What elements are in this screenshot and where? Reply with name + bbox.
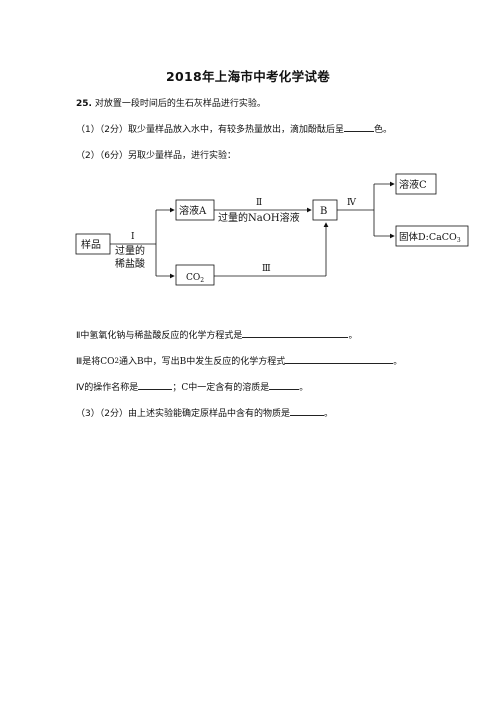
label-solid-d: 固体D:CaCO3: [399, 231, 461, 244]
line-ii: Ⅱ中氢氧化钠与稀盐酸反应的化学方程式是 。: [76, 328, 357, 341]
part-2: （2）（6分）另取少量样品，进行实验：: [76, 151, 236, 161]
line-iv-c: 中一定含有的溶质是: [188, 383, 270, 393]
question-number: 25.: [76, 99, 92, 109]
line-iii-end: 。: [393, 357, 403, 367]
answer-blank-iv-solute[interactable]: [269, 380, 300, 390]
line-iii-c: 中，写出: [143, 357, 180, 367]
step-ii-reagent: 过量的NaOH溶液: [218, 211, 300, 224]
line-iii-co2: CO2: [100, 357, 119, 367]
line-ii-end: 。: [348, 331, 358, 341]
box-solid-d: [395, 225, 469, 247]
label-sample: 样品: [81, 238, 101, 251]
line-iv-a: Ⅳ的操作名称是: [76, 383, 139, 393]
question-stem-text: 对放置一段时间后的生石灰样品进行实验。: [94, 99, 266, 109]
line-iii-a: Ⅲ是将: [76, 357, 101, 367]
solid-d-subscript: 3: [457, 237, 461, 244]
line-ii-text: Ⅱ中氢氧化钠与稀盐酸反应的化学方程式是: [76, 331, 243, 341]
answer-blank-iv-op[interactable]: [138, 380, 173, 390]
step-i-reagent-2: 稀盐酸: [115, 257, 145, 270]
box-solution-c: [395, 173, 437, 195]
question-stem: 25. 对放置一段时间后的生石灰样品进行实验。: [76, 96, 266, 109]
answer-blank-color[interactable]: [343, 122, 374, 132]
line-iii: Ⅲ是将CO2通入B中，写出B中发生反应的化学方程式。: [76, 354, 402, 367]
line-iv-end: 。: [299, 383, 309, 393]
co2-subscript: 2: [200, 277, 204, 284]
line-iv-b: ；: [172, 383, 182, 393]
line-iii-B: B: [136, 357, 144, 367]
part-3: （3）（2分）由上述实验能确定原样品中含有的物质是 。: [76, 406, 333, 419]
label-solution-c: 溶液C: [399, 178, 427, 191]
answer-blank-3[interactable]: [289, 406, 324, 416]
label-b: B: [320, 206, 327, 217]
label-co2: CO2: [186, 273, 204, 284]
line-iii-b: 通入: [118, 357, 137, 367]
step-i-label: Ⅰ: [131, 232, 135, 242]
experiment-flow-diagram: 样品 溶液A CO2 B 溶液C 固体D:CaCO3 Ⅰ 过量的 稀盐酸 Ⅱ 过…: [75, 173, 469, 286]
step-i-reagent-1: 过量的: [115, 244, 145, 257]
part-3-end: 。: [323, 409, 333, 419]
answer-blank-ii[interactable]: [242, 328, 349, 338]
solid-d-text: 固体D:CaCO: [399, 231, 457, 243]
part-1-text: （1）（2分）取少量样品放入水中，有较多热量放出，滴加酚酞后呈: [76, 125, 344, 135]
step-iii-label: Ⅲ: [262, 264, 271, 274]
step-ii-label: Ⅱ: [256, 198, 262, 208]
answer-blank-iii[interactable]: [285, 354, 394, 364]
line-iii-d: 中发生反应的化学方程式: [186, 357, 286, 367]
line-iv-C: C: [181, 383, 189, 393]
label-solution-a: 溶液A: [179, 204, 207, 217]
line-iii-B2: B: [179, 357, 187, 367]
co2-inline: CO: [100, 357, 115, 367]
part-3-text: （3）（2分）由上述实验能确定原样品中含有的物质是: [76, 409, 290, 419]
step-iv-label: Ⅳ: [347, 198, 357, 208]
page-title: 2018年上海市中考化学试卷: [166, 69, 330, 84]
line-iv: Ⅳ的操作名称是 ；C中一定含有的溶质是 。: [76, 380, 308, 393]
co2-inline-sub: 2: [114, 357, 119, 365]
box-co2: [175, 264, 215, 286]
part-1: （1）（2分）取少量样品放入水中，有较多热量放出，滴加酚酞后呈 色。: [76, 122, 392, 135]
co2-text: CO: [186, 273, 200, 283]
part-1-suffix: 色。: [373, 125, 392, 135]
